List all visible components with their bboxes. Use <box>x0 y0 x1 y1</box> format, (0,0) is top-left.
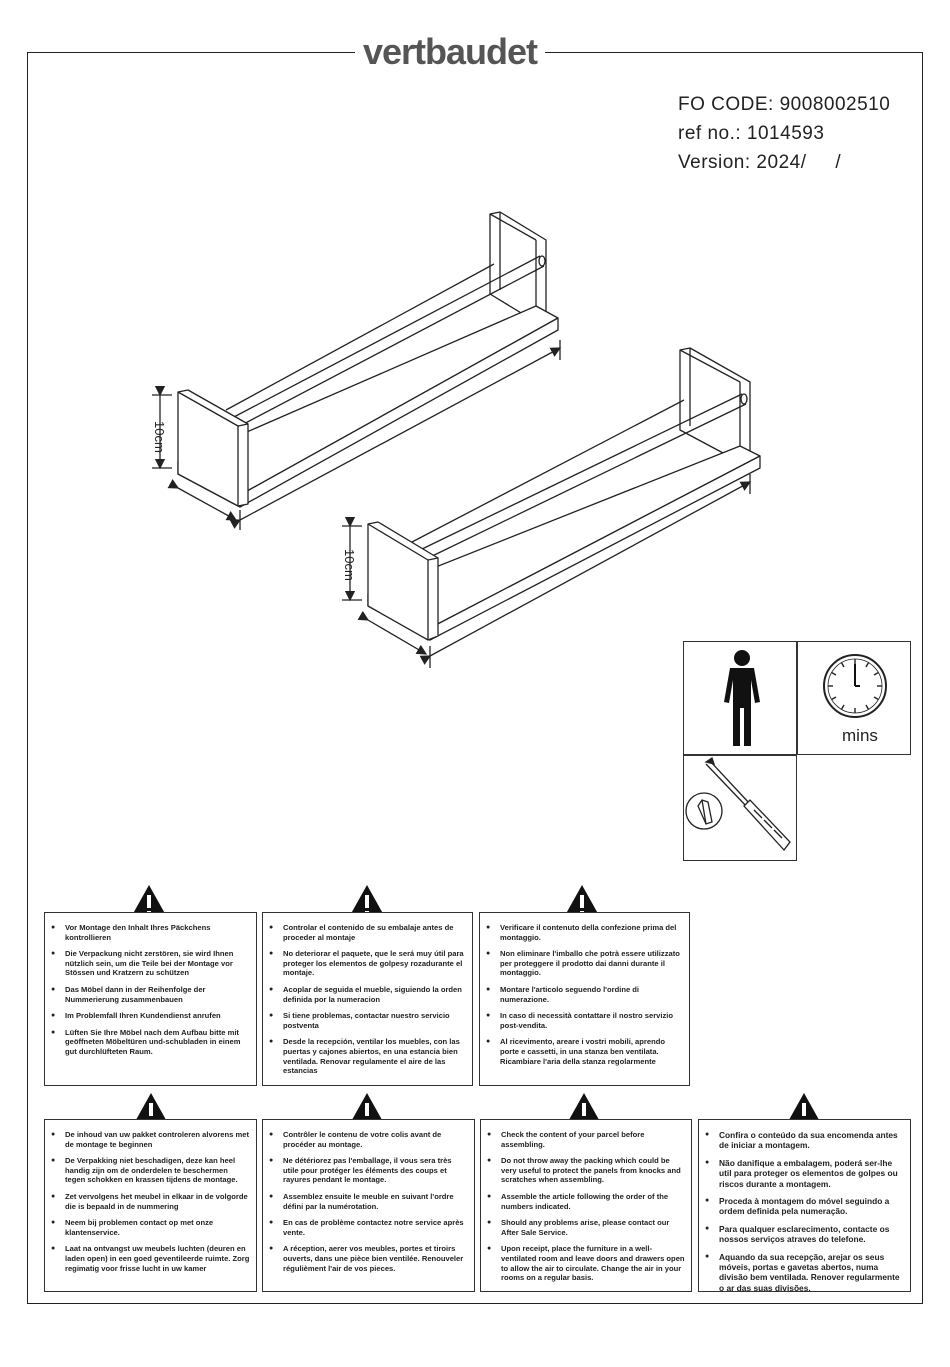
people-box <box>683 641 797 755</box>
shelf-2 <box>342 347 761 668</box>
warning-item: Neem bij problemen contact op met onze k… <box>51 1218 250 1237</box>
warning-box-es: Controlar el contenido de su embalaje an… <box>262 912 473 1086</box>
time-box: mins <box>797 641 911 755</box>
warning-item: Do not throw away the packing which coul… <box>487 1156 685 1185</box>
brand-logo: vertbaudet <box>355 28 546 76</box>
warning-item: De inhoud van uw pakket controleren alvo… <box>51 1130 250 1149</box>
warning-item: Aquando da sua recepção, arejar os seus … <box>705 1252 904 1294</box>
warning-item: Al ricevimento, areare i vostri mobili, … <box>486 1037 683 1066</box>
warning-box-de: Vor Montage den Inhalt Ihres Päckchens k… <box>44 912 257 1086</box>
warning-item: No deteriorar el paquete, que le será mu… <box>269 949 466 978</box>
warning-box-it: Verificare il contenuto della confezione… <box>479 912 690 1086</box>
warning-item: Assemblez ensuite le meuble en suivant l… <box>269 1192 468 1211</box>
warning-item: Laat na ontvangst uw meubels luchten (de… <box>51 1244 250 1273</box>
fo-code: FO CODE: 9008002510 <box>678 94 891 115</box>
warning-item: Acoplar de seguida el mueble, siguiendo … <box>269 985 466 1004</box>
warning-box-fr: Contrôler le contenu de votre colis avan… <box>262 1119 475 1292</box>
warning-item: Non eliminare l'imballo che potrà essere… <box>486 949 683 978</box>
screwdriver-icon <box>685 756 791 852</box>
warning-box-nl: De inhoud van uw pakket controleren alvo… <box>44 1119 257 1292</box>
height-label-1: 10cm <box>152 421 167 453</box>
tools-box <box>683 755 797 861</box>
warning-item: Vor Montage den Inhalt Ihres Päckchens k… <box>51 923 250 942</box>
warning-item: Proceda à montagem do móvel seguindo a o… <box>705 1196 904 1217</box>
warning-item: Não danifique a embalagem, poderá ser-lh… <box>705 1158 904 1189</box>
warning-item: Should any problems arise, please contac… <box>487 1218 685 1237</box>
warning-item: Verificare il contenuto della confezione… <box>486 923 683 942</box>
warning-item: Check the content of your parcel before … <box>487 1130 685 1149</box>
warning-item: De Verpakking niet beschadigen, deze kan… <box>51 1156 250 1185</box>
warning-item: Upon receipt, place the furniture in a w… <box>487 1244 685 1282</box>
warning-box-pt: Confira o conteúdo da sua encomenda ante… <box>698 1119 911 1294</box>
warning-item: Controlar el contenido de su embalaje an… <box>269 923 466 942</box>
version: Version: 2024/ / <box>678 152 842 173</box>
warning-item: Contrôler le contenu de votre colis avan… <box>269 1130 468 1149</box>
product-codes: FO CODE: 9008002510 ref no.: 1014593 Ver… <box>678 90 890 177</box>
warning-item: Assemble the article following the order… <box>487 1192 685 1211</box>
warning-item: Si tiene problemas, contactar nuestro se… <box>269 1011 466 1030</box>
warning-item: Desde la recepción, ventilar los muebles… <box>269 1037 466 1075</box>
person-icon <box>724 650 760 746</box>
warning-item: Lüften Sie Ihre Möbel nach dem Aufbau bi… <box>51 1028 250 1057</box>
warning-item: Im Problemfall Ihren Kundendienst anrufe… <box>51 1011 250 1021</box>
shelf-drawings: 10cm 10cm <box>152 211 761 668</box>
warning-item: Para qualquer esclarecimento, contacte o… <box>705 1224 904 1245</box>
time-label: mins <box>842 726 878 745</box>
warning-box-en: Check the content of your parcel before … <box>480 1119 692 1292</box>
warning-item: Montare l'articolo seguendo l'ordine di … <box>486 985 683 1004</box>
warning-item: Zet vervolgens het meubel in elkaar in d… <box>51 1192 250 1211</box>
ref-number: ref no.: 1014593 <box>678 123 825 144</box>
clock-icon <box>823 654 887 718</box>
height-label-2: 10cm <box>342 549 357 581</box>
warning-item: Ne détériorez pas l'emballage, il vous s… <box>269 1156 468 1185</box>
warning-item: A réception, aerer vos meubles, portes e… <box>269 1244 468 1273</box>
shelf-1 <box>152 211 562 530</box>
warning-item: Confira o conteúdo da sua encomenda ante… <box>705 1130 904 1151</box>
warning-item: Die Verpackung nicht zerstören, sie wird… <box>51 949 250 978</box>
warning-item: En cas de problème contactez notre servi… <box>269 1218 468 1237</box>
warning-item: Das Möbel dann in der Reihenfolge der Nu… <box>51 985 250 1004</box>
warning-item: In caso di necessità contattare il nostr… <box>486 1011 683 1030</box>
